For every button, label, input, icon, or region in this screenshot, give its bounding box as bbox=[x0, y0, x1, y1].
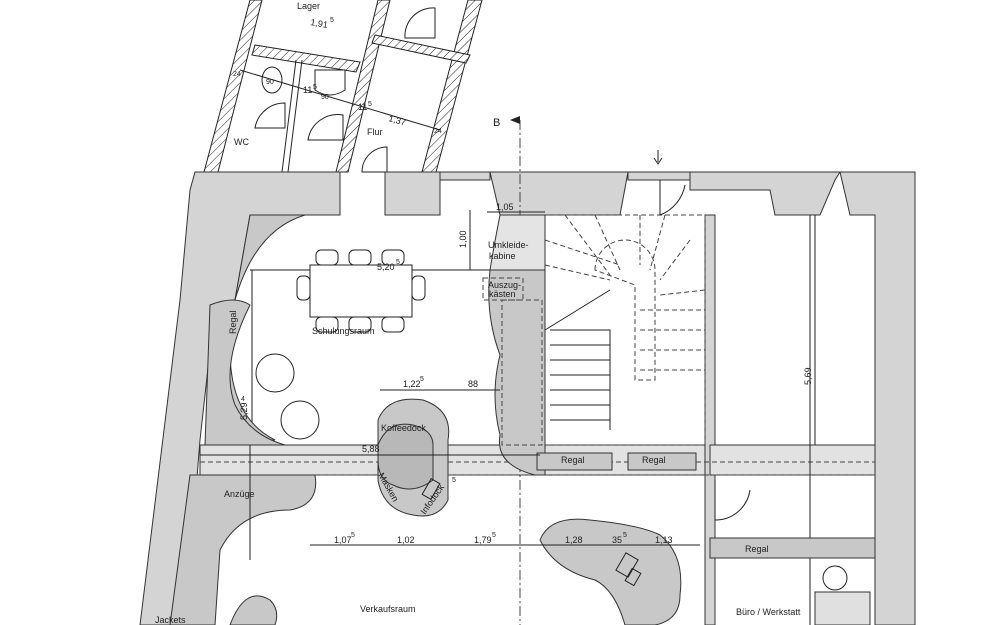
dim-100: 1,00 bbox=[458, 230, 468, 248]
wall-partition bbox=[704, 214, 716, 625]
dim-5: 5 bbox=[452, 477, 456, 484]
suits-shelf bbox=[169, 474, 317, 625]
label-jackets: Jackets bbox=[155, 615, 186, 625]
dim-520-sup: 5 bbox=[396, 259, 400, 266]
dim-355: 35 bbox=[612, 535, 622, 545]
dim-115a-sup: 5 bbox=[313, 84, 317, 91]
wall-left bbox=[139, 171, 341, 625]
dim-1075-sup: 5 bbox=[351, 532, 355, 539]
dim-588: 5,88 bbox=[362, 444, 380, 454]
dim-115b-sup: 5 bbox=[368, 101, 372, 108]
room-label-flur: Flur bbox=[367, 127, 383, 137]
annex-wall-left bbox=[203, 0, 263, 173]
room-label-schulungsraum: Schulungsraum bbox=[312, 326, 375, 336]
infodock-device-icon bbox=[421, 478, 441, 500]
pull-out-drawers bbox=[488, 269, 546, 476]
room-label-lager: Lager bbox=[297, 1, 320, 11]
label-anzuege: Anzüge bbox=[224, 489, 255, 499]
sink-icon bbox=[314, 69, 346, 96]
dim-529-sup: 4 bbox=[241, 396, 245, 403]
annex bbox=[203, 0, 483, 173]
dim-1795-sup: 5 bbox=[492, 532, 496, 539]
wall-top-1 bbox=[384, 171, 441, 216]
staircase bbox=[544, 214, 706, 446]
sales-counter bbox=[539, 518, 682, 625]
wall-right bbox=[839, 171, 916, 625]
dim-128: 1,28 bbox=[565, 535, 583, 545]
dim-1075: 1,07 bbox=[334, 535, 352, 545]
arrow-left-icon bbox=[510, 116, 520, 124]
wall-top-2 bbox=[439, 171, 491, 181]
dim-1225-sup: 5 bbox=[420, 376, 424, 383]
door-swing-icon bbox=[714, 480, 751, 521]
label-auszugkaesten-2: kästen bbox=[489, 289, 516, 299]
dim-115b: 11 bbox=[358, 102, 367, 112]
chairs bbox=[255, 249, 426, 440]
dim-88: 88 bbox=[468, 379, 478, 389]
dim-191: 1,91 bbox=[310, 17, 329, 30]
label-regal-left: Regal bbox=[228, 310, 238, 334]
beam-band-right bbox=[709, 444, 876, 476]
toilet-icon bbox=[261, 66, 283, 94]
door-swing-icon bbox=[404, 7, 436, 39]
door-swing-icon bbox=[659, 180, 686, 216]
toilet-size: 90 bbox=[266, 79, 274, 86]
dim-529: 5,29 bbox=[239, 402, 249, 420]
dim-1795: 1,79 bbox=[474, 535, 492, 545]
sink-size: 90 bbox=[321, 94, 329, 101]
display-island bbox=[229, 595, 278, 625]
keyboard-icon bbox=[624, 567, 642, 587]
door-swing-icon bbox=[307, 114, 344, 141]
regal-box-3 bbox=[709, 537, 876, 559]
dim-191-sup: 5 bbox=[330, 17, 334, 24]
annex-partition bbox=[251, 44, 361, 73]
dim-569: 5,69 bbox=[803, 367, 813, 385]
dim-113: 1,13 bbox=[655, 535, 673, 545]
dim-24a: 24 bbox=[233, 71, 241, 78]
door-swing-icon bbox=[361, 146, 388, 173]
label-auszugkaesten: Auszug- bbox=[488, 280, 521, 290]
office-desk bbox=[814, 591, 871, 625]
wall-top-5 bbox=[689, 171, 841, 216]
door-swing-icon bbox=[254, 102, 286, 129]
dim-1225: 1,22 bbox=[403, 379, 421, 389]
room-label-verkaufsraum: Verkaufsraum bbox=[360, 604, 416, 614]
regal-box-2 bbox=[627, 452, 697, 471]
dim-520: 5,20 bbox=[377, 262, 395, 272]
section-marker: B bbox=[493, 117, 500, 129]
room-label-umkleidekabine-2: kabine bbox=[489, 251, 516, 261]
dim-105: 1,05 bbox=[496, 202, 514, 212]
room-label-wc: WC bbox=[234, 137, 249, 147]
room-label-umkleidekabine: Umkleide- bbox=[488, 240, 529, 250]
label-regal-3: Regal bbox=[745, 544, 769, 554]
dim-115a: 11 bbox=[303, 85, 312, 95]
regal-box-1 bbox=[536, 452, 613, 471]
label-regal-1: Regal bbox=[561, 455, 585, 465]
label-koffeedock: Koffeedock bbox=[381, 423, 426, 433]
training-table bbox=[309, 264, 413, 318]
label-regal-2: Regal bbox=[642, 455, 666, 465]
wall-top-4 bbox=[627, 171, 691, 181]
annex-wall-middle bbox=[335, 0, 391, 173]
dim-137: 1,37 bbox=[387, 113, 407, 127]
annex-wall-right bbox=[421, 0, 483, 173]
dim-24b: 24 bbox=[434, 128, 442, 135]
annex-partition-2 bbox=[371, 34, 471, 64]
dimension-lines bbox=[200, 210, 816, 560]
dim-102: 1,02 bbox=[397, 535, 415, 545]
dimension-labels: 1,91 5 1,37 11 5 11 5 24 24 90 90 1,05 1… bbox=[233, 17, 813, 545]
regal-left bbox=[204, 299, 286, 446]
room-label-buero-werkstatt: Büro / Werkstatt bbox=[736, 607, 801, 617]
arrow-down-icon bbox=[653, 150, 663, 165]
office-chair-icon bbox=[822, 565, 848, 591]
dim-355-sup: 5 bbox=[623, 532, 627, 539]
